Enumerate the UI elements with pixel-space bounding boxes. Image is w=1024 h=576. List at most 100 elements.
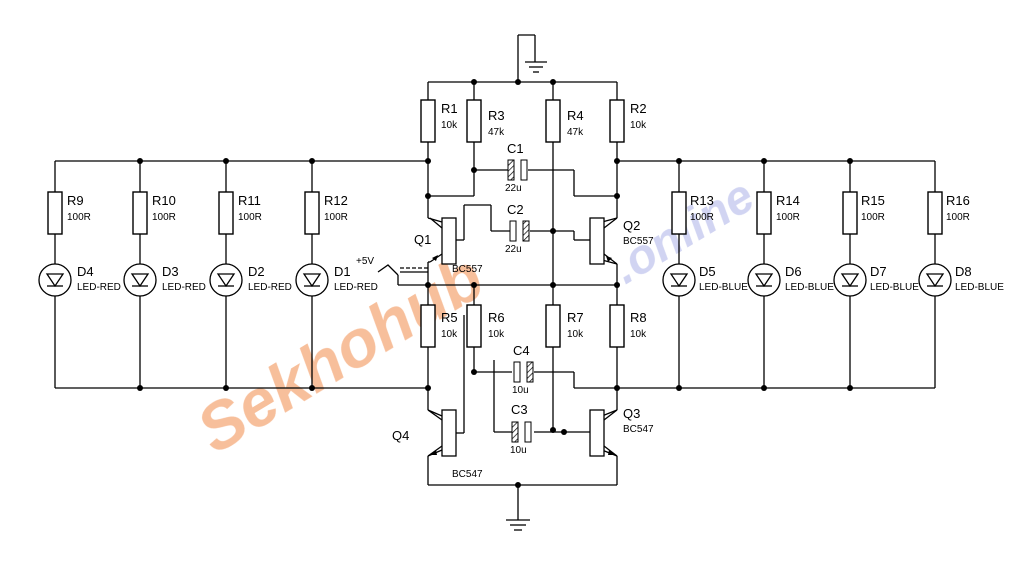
resistor-value: 100R	[238, 212, 262, 223]
diode-value: LED-BLUE	[955, 282, 1004, 293]
supply-label: +5V	[356, 256, 374, 267]
capacitor-c3: C3 10u	[510, 402, 532, 456]
resistor-value: 100R	[152, 212, 176, 223]
transistor-ref: Q3	[623, 406, 640, 421]
transistor-value: BC547	[452, 469, 483, 480]
capacitor-c2: C2 22u	[505, 202, 530, 255]
diode-ref: D2	[248, 264, 265, 279]
resistor-ref: R13	[690, 193, 714, 208]
resistor-value: 100R	[67, 212, 91, 223]
resistor-r3: R3 47k	[466, 99, 505, 143]
resistor-ref: R5	[441, 310, 458, 325]
led-d4: D4 LED-RED	[38, 263, 121, 297]
transistor-value: BC547	[623, 424, 654, 435]
led-d2: D2 LED-RED	[209, 263, 292, 297]
resistor-value: 100R	[324, 212, 348, 223]
capacitor-c4: C4 10u	[512, 343, 534, 396]
led-d7: D7 LED-BLUE	[833, 263, 919, 297]
led-d3: D3 LED-RED	[123, 263, 206, 297]
transistor-q4: Q4 BC547	[392, 409, 483, 480]
resistor-value: 100R	[861, 212, 885, 223]
resistor-ref: R10	[152, 193, 176, 208]
capacitor-ref: C3	[511, 402, 528, 417]
resistor-r4: R4 47k	[545, 99, 584, 143]
resistor-r1: R1 10k	[420, 99, 458, 143]
capacitor-ref: C4	[513, 343, 530, 358]
led-d5: D5 LED-BLUE	[662, 263, 748, 297]
resistor-r7: R7 10k	[545, 304, 584, 348]
resistor-ref: R4	[567, 108, 584, 123]
resistor-value: 10k	[630, 329, 647, 340]
diode-value: LED-RED	[77, 282, 121, 293]
supply-terminal: +5V	[356, 256, 428, 276]
resistor-ref: R1	[441, 101, 458, 116]
resistor-r9: R9 100R	[47, 191, 91, 235]
resistor-ref: R15	[861, 193, 885, 208]
capacitor-value: 22u	[505, 244, 522, 255]
resistor-ref: R16	[946, 193, 970, 208]
resistor-r14: R14 100R	[756, 191, 800, 235]
resistor-ref: R11	[238, 193, 261, 208]
resistor-value: 100R	[776, 212, 800, 223]
transistor-ref: Q1	[414, 232, 431, 247]
resistor-ref: R3	[488, 108, 505, 123]
transistor-q1: Q1 BC557	[414, 217, 483, 275]
capacitor-value: 10u	[510, 445, 527, 456]
diode-ref: D3	[162, 264, 179, 279]
diode-ref: D5	[699, 264, 716, 279]
resistor-ref: R6	[488, 310, 505, 325]
resistor-r8: R8 10k	[609, 304, 647, 348]
resistor-r11: R11 100R	[218, 191, 262, 235]
resistor-value: 10k	[488, 329, 505, 340]
resistor-r10: R10 100R	[132, 191, 176, 235]
resistor-value: 100R	[690, 212, 714, 223]
resistor-value: 47k	[567, 127, 584, 138]
capacitor-c1: C1 22u	[505, 141, 528, 194]
transistor-ref: Q2	[623, 218, 640, 233]
transistor-q2: Q2 BC557	[589, 217, 654, 265]
wires	[54, 34, 936, 520]
transistor-value: BC557	[452, 264, 483, 275]
led-d6: D6 LED-BLUE	[747, 263, 834, 297]
resistor-ref: R12	[324, 193, 348, 208]
ground-symbol-top	[525, 35, 547, 73]
capacitor-value: 22u	[505, 183, 522, 194]
resistor-value: 10k	[567, 329, 584, 340]
diode-ref: D8	[955, 264, 972, 279]
resistor-value: 47k	[488, 127, 505, 138]
capacitor-value: 10u	[512, 385, 529, 396]
resistor-value: 100R	[946, 212, 970, 223]
junctions	[137, 79, 853, 488]
capacitor-ref: C2	[507, 202, 524, 217]
diode-value: LED-BLUE	[785, 282, 834, 293]
diode-ref: D1	[334, 264, 351, 279]
resistor-r2: R2 10k	[609, 99, 647, 143]
resistor-r13: R13 100R	[671, 191, 714, 235]
resistor-ref: R7	[567, 310, 584, 325]
resistor-ref: R14	[776, 193, 800, 208]
resistor-r16: R16 100R	[927, 191, 970, 235]
capacitor-ref: C1	[507, 141, 524, 156]
ground-symbol-bottom	[506, 519, 530, 531]
resistor-r12: R12 100R	[304, 191, 348, 235]
diode-ref: D7	[870, 264, 887, 279]
resistor-ref: R8	[630, 310, 647, 325]
diode-ref: D4	[77, 264, 94, 279]
resistor-ref: R9	[67, 193, 84, 208]
led-d1: D1 LED-RED	[295, 263, 378, 297]
diode-ref: D6	[785, 264, 802, 279]
resistor-r6: R6 10k	[466, 304, 505, 348]
diode-value: LED-RED	[162, 282, 206, 293]
resistor-value: 10k	[630, 120, 647, 131]
transistor-q3: Q3 BC547	[589, 406, 654, 457]
diode-value: LED-BLUE	[870, 282, 919, 293]
resistor-value: 10k	[441, 120, 458, 131]
led-d8: D8 LED-BLUE	[918, 263, 1004, 297]
diode-value: LED-BLUE	[699, 282, 748, 293]
diode-value: LED-RED	[248, 282, 292, 293]
resistor-ref: R2	[630, 101, 647, 116]
resistor-r15: R15 100R	[842, 191, 885, 235]
resistor-value: 10k	[441, 329, 458, 340]
